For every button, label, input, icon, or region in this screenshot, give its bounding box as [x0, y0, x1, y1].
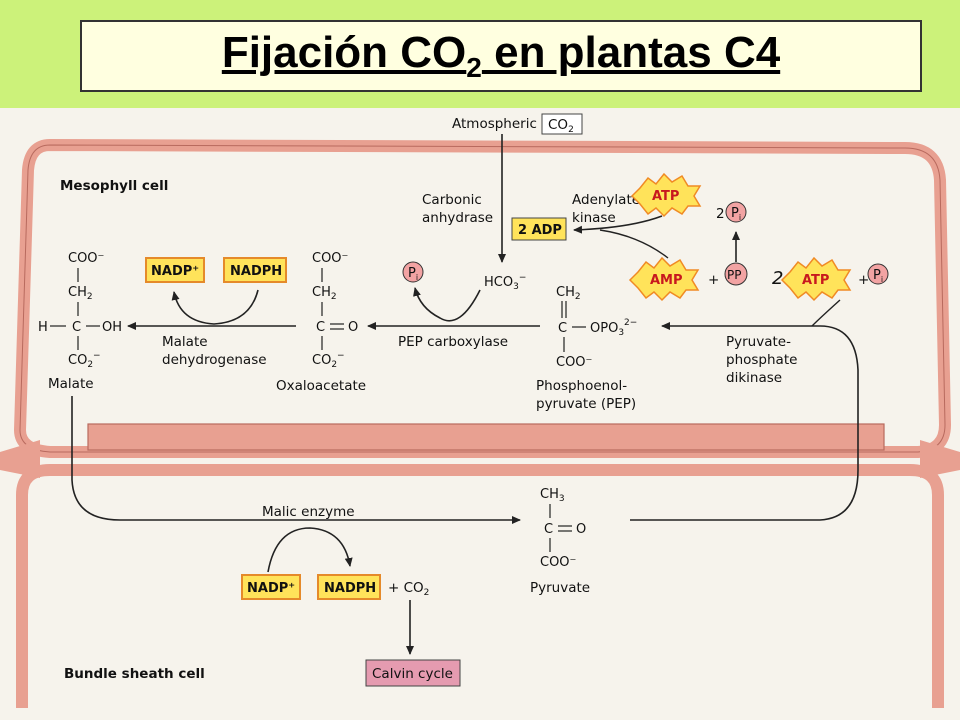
carbonic-anhydrase-line1: Carbonic [422, 192, 482, 208]
adenylate-kinase-line2: kinase [572, 210, 616, 226]
atmospheric-co2-box [541, 113, 583, 135]
pyr-c: C [544, 522, 553, 537]
dikinase-line1: Pyruvate- [726, 334, 791, 350]
pi-release-arrow [413, 287, 481, 322]
nadp-plus-bottom-text: NADP⁺ [247, 581, 295, 596]
two-adp-text: 2 ADP [518, 223, 562, 238]
bundle-sheath-cell-label: Bundle sheath cell [64, 666, 205, 682]
nadph-box-top [223, 257, 287, 283]
two-pi-text: Pi [731, 206, 741, 222]
cell-junction-right [920, 440, 960, 478]
oaa-c: C [316, 320, 325, 335]
pep-name-line2: pyruvate (PEP) [536, 396, 636, 412]
pep-opo3: OPO32− [590, 318, 637, 338]
pyruvate-return-arrow [630, 322, 859, 521]
pyr-coo: COO⁻ [540, 555, 576, 570]
malate-coo: COO⁻ [68, 251, 104, 266]
oxaloacetate-structure: COO⁻ CH2 C O CO2− [312, 251, 358, 370]
amp-star [628, 256, 700, 302]
atmospheric-co2-text: CO2 [548, 117, 574, 135]
oaa-ch2: CH2 [312, 285, 337, 302]
atp-star-top [630, 172, 702, 218]
title-rest: en plantas C4 [481, 28, 781, 78]
malate-label: Malate [48, 376, 94, 392]
diagram-panel [0, 108, 960, 720]
pep-coo: COO⁻ [556, 355, 592, 370]
two-adp-box [511, 217, 567, 241]
co2-release: + CO2 [388, 580, 429, 598]
nadp-plus-box-bottom [241, 574, 301, 600]
oaa-o: O [348, 320, 358, 335]
title-subscript: 2 [466, 51, 482, 83]
pi-circle-right [867, 263, 889, 285]
atmospheric-label: Atmospheric [452, 116, 537, 132]
pi-left-text: Pi [408, 266, 418, 282]
plasmodesmata-channel [87, 423, 885, 451]
pep-structure: CH2 C OPO32− COO⁻ [556, 285, 637, 370]
pyruvate-structure: CH3 C O COO⁻ [540, 487, 586, 570]
title-main: Fijación CO [221, 28, 467, 78]
amp-text: AMP [650, 273, 683, 288]
page-title: Fijación CO2 en plantas C4 [222, 28, 780, 84]
nadph-bottom-text: NADPH [324, 581, 376, 596]
coef-two: 2 [772, 268, 783, 289]
malate-oh: OH [102, 320, 122, 335]
atp-right-text: ATP [802, 273, 829, 288]
nadp-plus-top-text: NADP⁺ [151, 264, 199, 279]
pyr-ch3: CH3 [540, 487, 565, 504]
oaa-co2: CO2− [312, 351, 345, 370]
pyr-o: O [576, 522, 586, 537]
pep-name-line1: Phosphoenol- [536, 378, 627, 394]
calvin-cycle-box [365, 659, 461, 687]
title-box: Fijación CO2 en plantas C4 [80, 20, 922, 92]
pep-ch2: CH2 [556, 285, 581, 302]
malate-transport-arrow [71, 396, 521, 524]
nadp-reduction-arrow [267, 527, 353, 573]
oxaloacetate-label: Oxaloacetate [276, 378, 366, 394]
dikinase-line3: dikinase [726, 370, 782, 386]
atp-top-text: ATP [652, 189, 679, 204]
nadp-plus-box-top [145, 257, 205, 283]
malate-h: H [38, 320, 48, 335]
plus-3: + [858, 272, 869, 288]
oaa-coo: COO⁻ [312, 251, 348, 266]
two-pi-circle [725, 201, 747, 223]
dikinase-line2: phosphate [726, 352, 797, 368]
carbonic-anhydrase-line2: anhydrase [422, 210, 493, 226]
nadph-top-text: NADPH [230, 264, 282, 279]
malate-dh-line1: Malate [162, 334, 208, 350]
mesophyll-cell-label: Mesophyll cell [60, 178, 168, 194]
bicarbonate: HCO3− [484, 273, 526, 292]
malate-structure: COO⁻ CH2 H C OH CO2− [38, 251, 122, 370]
malic-enzyme-label: Malic enzyme [262, 504, 355, 520]
malate-dh-line2: dehydrogenase [162, 352, 267, 368]
pi-circle-left [402, 261, 424, 283]
pyruvate-label: Pyruvate [530, 580, 590, 596]
atp-star-right [780, 256, 852, 302]
nadph-box-bottom [317, 574, 381, 600]
pep-carboxylase-label: PEP carboxylase [398, 334, 508, 350]
malate-ch2: CH2 [68, 285, 93, 302]
pep-c: C [558, 321, 567, 336]
pp-text: PP [727, 268, 741, 282]
plus-1: + [708, 272, 719, 288]
atp-to-adp-arrow [573, 215, 663, 234]
malate-co2: CO2− [68, 351, 101, 370]
adenylate-kinase-line1: Adenylate [572, 192, 640, 208]
amp-to-adp-arrow [599, 229, 669, 259]
mesophyll-cell-wall-inner [19, 144, 946, 453]
pp-circle [724, 262, 748, 286]
cell-junction-left [0, 440, 40, 478]
two-pi-coef: 2 [716, 206, 725, 222]
atp-consumption-arrow [811, 299, 841, 327]
malate-c: C [72, 320, 81, 335]
calvin-cycle-text: Calvin cycle [372, 666, 453, 682]
nadph-oxidation-arrow [171, 289, 259, 325]
bundle-sheath-cell-wall [16, 464, 944, 708]
pi-right-text: Pi [873, 268, 883, 284]
